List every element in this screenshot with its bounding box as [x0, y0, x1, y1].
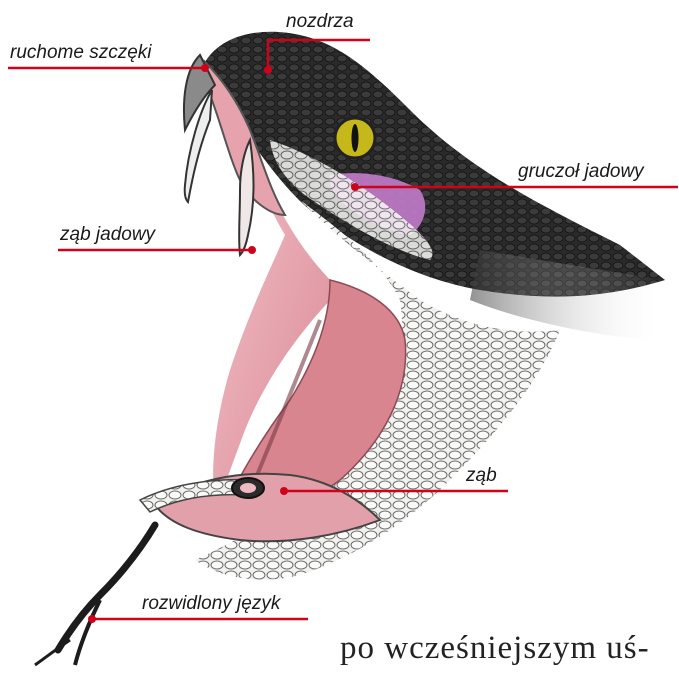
body-text-fragment: po wcześniejszym uś- [340, 630, 650, 667]
label-zab-jadowy: ząb jadowy [60, 225, 155, 244]
label-ruchome-szczeki: ruchome szczęki [10, 43, 152, 62]
label-gruczol-jadowy: gruczoł jadowy [518, 162, 644, 181]
forked-tongue [58, 525, 155, 650]
label-rozwidlony-jezyk: rozwidlony język [142, 594, 280, 613]
label-nozdrza: nozdrza [286, 12, 354, 31]
label-zab: ząb [466, 466, 497, 485]
